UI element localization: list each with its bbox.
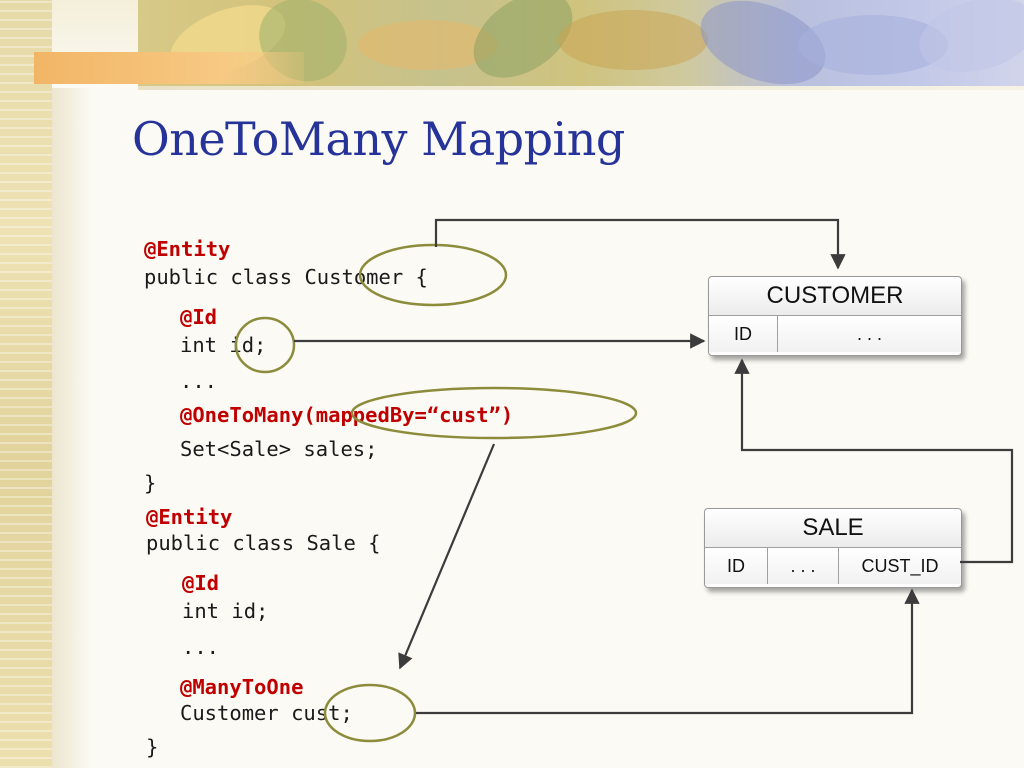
- collage-shape: [558, 10, 708, 70]
- sale-table-name: SALE: [705, 509, 961, 548]
- foreign-key-arrow: [734, 358, 1014, 564]
- one-to-many-annotation: @OneToMany(mappedBy=“cust”): [180, 403, 514, 427]
- customer-class-close: }: [144, 471, 157, 495]
- sale-table-columns: ID . . . CUST_ID: [705, 548, 961, 584]
- sale-id-annotation: @Id: [182, 571, 220, 595]
- sale-entity-annotation: @Entity: [146, 505, 233, 529]
- slide-title: OneToMany Mapping: [132, 112, 625, 166]
- sale-cust-id-column: CUST_ID: [839, 548, 961, 584]
- sale-class-declaration: public class Sale {: [146, 531, 381, 555]
- sale-class-close: }: [146, 735, 159, 759]
- customer-table-columns: ID . . .: [709, 316, 961, 352]
- customer-table: CUSTOMER ID . . .: [708, 276, 962, 356]
- mapped-by-highlight: [350, 386, 638, 440]
- collage-bottom-edge: [138, 86, 1024, 90]
- sales-field: Set<Sale> sales;: [180, 437, 378, 461]
- cust-field-to-cust-id-arrow: [416, 588, 920, 715]
- mapped-by-to-cust-arrow: [398, 443, 496, 670]
- sale-id-field: int id;: [182, 599, 269, 623]
- customer-id-column: ID: [709, 316, 778, 352]
- sale-other-columns: . . .: [768, 548, 839, 584]
- cust-field-highlight: [323, 683, 417, 743]
- customer-ellipsis: ...: [180, 369, 218, 393]
- customer-id-annotation: @Id: [180, 305, 218, 329]
- collage-shape: [358, 20, 498, 70]
- left-fade: [52, 0, 92, 768]
- customer-class-declaration: public class Customer {: [144, 265, 428, 289]
- sale-table: SALE ID . . . CUST_ID: [704, 508, 962, 588]
- cust-field: Customer cust;: [180, 701, 353, 725]
- class-to-table-arrow: [434, 218, 846, 270]
- customer-table-name: CUSTOMER: [709, 277, 961, 316]
- sale-ellipsis: ...: [182, 635, 220, 659]
- customer-entity-annotation: @Entity: [144, 237, 231, 261]
- many-to-one-annotation: @ManyToOne: [180, 675, 304, 699]
- customer-class-name-highlight: [358, 243, 508, 307]
- sale-id-column: ID: [705, 548, 768, 584]
- customer-id-highlight: [234, 316, 296, 374]
- customer-other-columns: . . .: [778, 316, 961, 352]
- orange-accent-bar: [34, 52, 304, 84]
